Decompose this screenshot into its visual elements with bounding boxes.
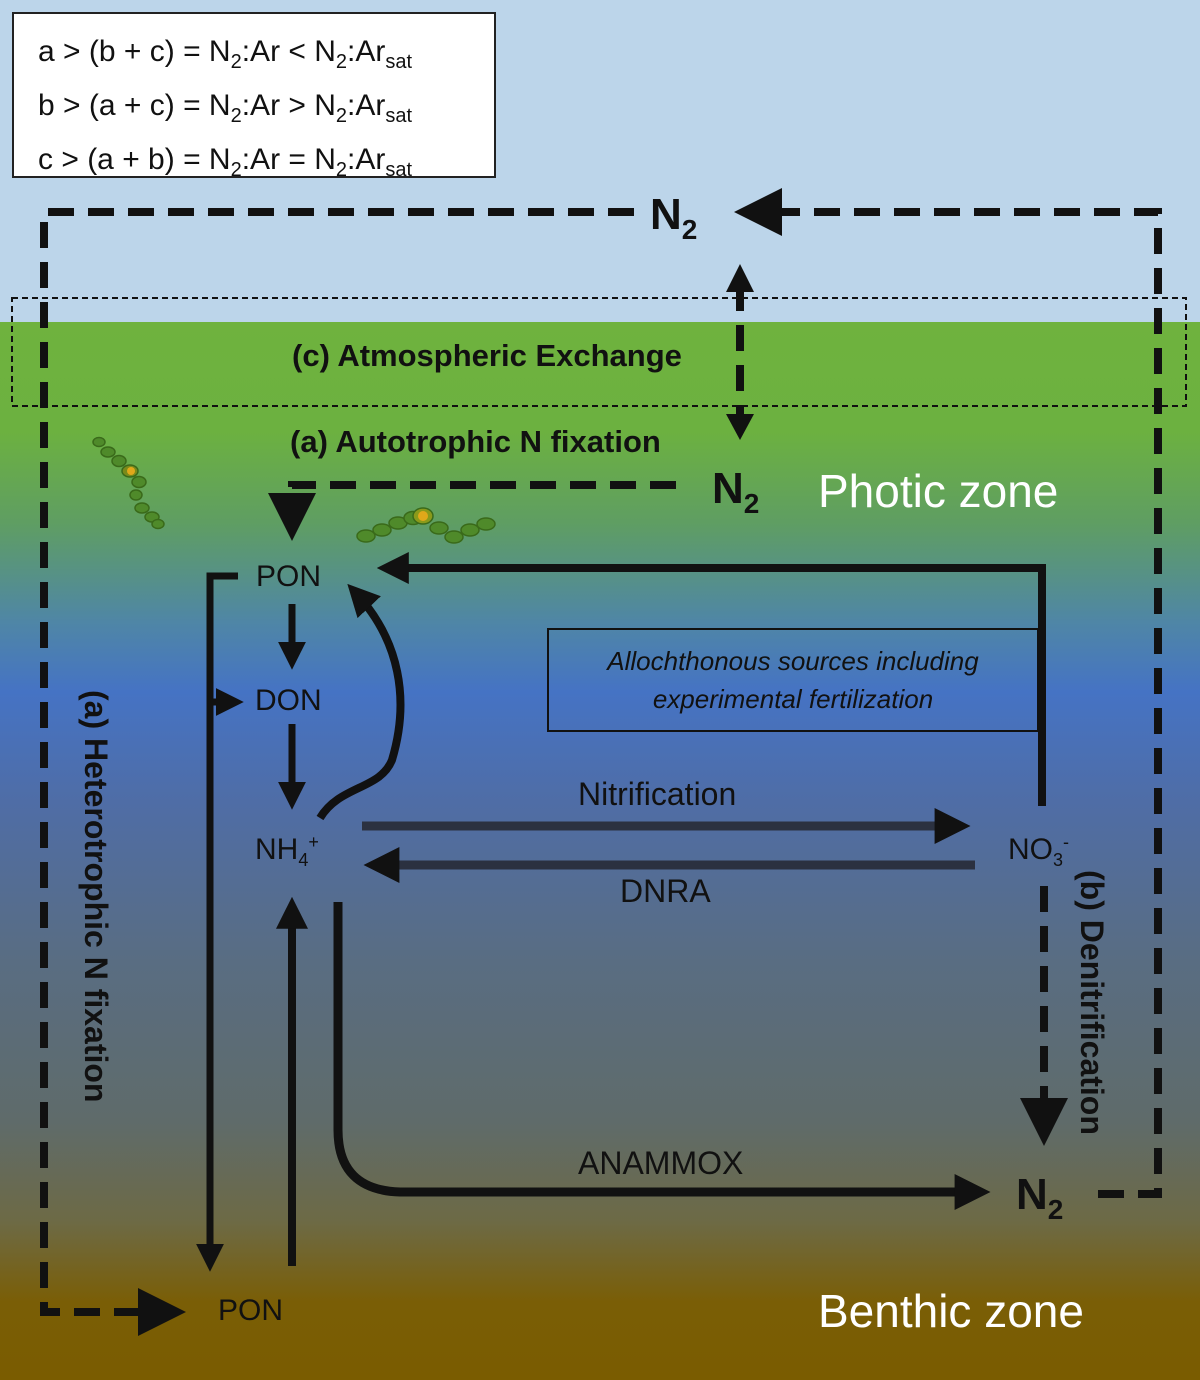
autotrophic-fixation-arrow [268, 481, 676, 541]
legend-row-b: b > (a + c) = N2:Ar > N2:Arsat [38, 89, 413, 127]
allochthonous-line-2: experimental fertilization [652, 684, 934, 714]
water-column-background [0, 322, 1200, 1380]
pon-sinking-arrow [196, 572, 238, 1272]
pon-benthic-label: PON [218, 1294, 284, 1327]
allochthonous-input-arrow [376, 552, 1046, 806]
denitrification-return-arrow [734, 188, 1162, 1198]
legend-row-a: a > (b + c) = N2:Ar < N2:Arsat [38, 35, 413, 73]
nh4-to-pon-curve-arrow [316, 583, 405, 821]
anammox-label: ANAMMOX [578, 1145, 744, 1181]
n2-benthic-label: N2 [1016, 1170, 1064, 1225]
atmospheric-exchange-arrowhead-down [726, 414, 754, 440]
allochthonous-line-1: Allochthonous sources including [607, 646, 979, 676]
atmospheric-exchange-band [11, 297, 1187, 407]
legend-row-c: c > (a + b) = N2:Ar = N2:Arsat [38, 143, 413, 181]
denitrification-label: (b) Denitrification [1074, 870, 1110, 1135]
photic-zone-label: Photic zone [818, 465, 1059, 517]
nh4-label: NH4+ [255, 832, 319, 870]
atmospheric-exchange-arrowhead-up [726, 264, 754, 292]
cyanobacteria-filament-right-icon [356, 507, 496, 544]
pon-photic-label: PON [256, 560, 322, 593]
n2-atmosphere-label: N2 [650, 190, 698, 245]
cyanobacteria-filament-left-icon [92, 436, 165, 530]
autotrophic-fixation-label: (a) Autotrophic N fixation [290, 424, 661, 459]
heterotrophic-fixation-label: (a) Heterotrophic N fixation [78, 690, 114, 1103]
no3-label: NO3- [1008, 832, 1070, 870]
anammox-arrow [333, 902, 991, 1210]
legend-box: a > (b + c) = N2:Ar < N2:Arsat b > (a + … [12, 12, 496, 181]
don-label: DON [255, 684, 322, 717]
atmospheric-exchange-label: (c) Atmospheric Exchange [292, 338, 682, 373]
nitrification-label: Nitrification [578, 776, 737, 812]
dnra-label: DNRA [620, 873, 711, 909]
allochthonous-sources-box: Allochthonous sources including experime… [547, 628, 1039, 732]
n2-photic-label: N2 [712, 464, 760, 519]
heterotrophic-fixation-arrow [40, 208, 634, 1336]
benthic-zone-label: Benthic zone [818, 1285, 1084, 1337]
